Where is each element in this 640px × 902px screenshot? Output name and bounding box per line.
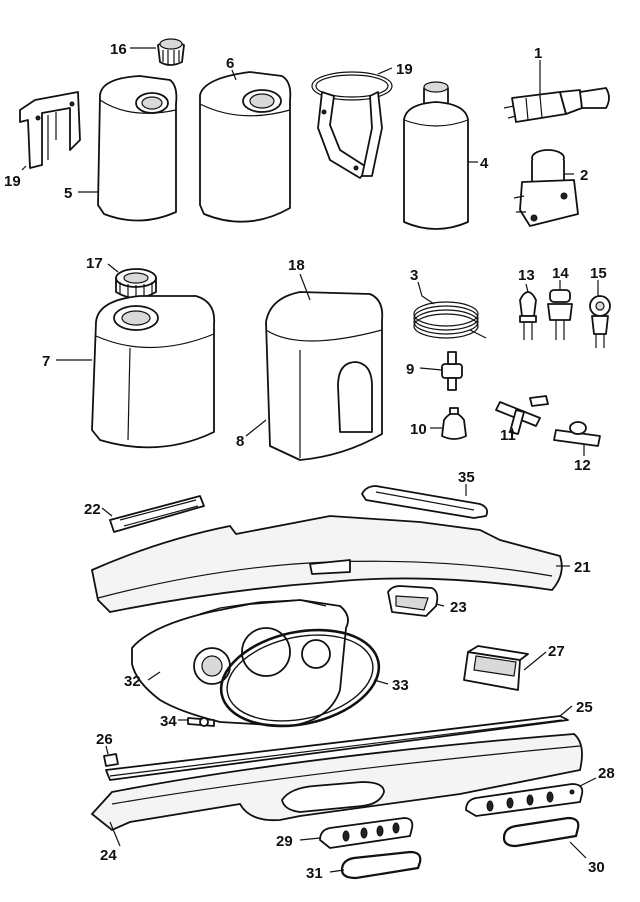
callout-26: 26 [96, 731, 113, 748]
callout-22: 22 [84, 501, 101, 518]
callout-15: 15 [590, 265, 607, 282]
part-28-switch-panel [465, 783, 584, 817]
part-23-vent [387, 585, 439, 617]
callout-6: 6 [226, 55, 234, 72]
part-12-fitting [553, 421, 601, 447]
part-31-gasket [340, 850, 422, 880]
part-22-vent [109, 495, 205, 533]
callout-31: 31 [306, 865, 323, 882]
part-2-motor-pump [513, 149, 579, 227]
part-1-pump [503, 87, 610, 123]
callout-30: 30 [588, 859, 605, 876]
callout-9: 9 [406, 361, 414, 378]
callout-35: 35 [458, 469, 475, 486]
part-29-switch-panel [319, 817, 414, 849]
part-24-lower-rail [90, 733, 583, 832]
callout-14: 14 [552, 265, 569, 282]
leader-lines [21, 47, 599, 873]
part-27-tray [463, 645, 529, 691]
part-5-reservoir [97, 75, 178, 222]
callout-12: 12 [574, 457, 591, 474]
part-30-gasket [502, 816, 580, 848]
callout-29: 29 [276, 833, 293, 850]
part-4-bottle [403, 81, 469, 230]
part-3-hose-coil [413, 301, 487, 339]
callout-1: 1 [534, 45, 542, 62]
callout-32: 32 [124, 673, 141, 690]
callout-21: 21 [574, 559, 591, 576]
callout-25: 25 [576, 699, 593, 716]
part-14-washer-jet [547, 289, 573, 340]
part-25-trim-strip [105, 715, 569, 781]
part-9-fitting [441, 351, 463, 391]
callout-7: 7 [42, 353, 50, 370]
part-19-strap-bracket [311, 71, 393, 179]
callout-19-right: 19 [396, 61, 413, 78]
part-26-clip [103, 753, 119, 767]
part-21-dash-pad [90, 515, 563, 613]
part-7-container [91, 295, 216, 449]
part-13-washer-jet [519, 291, 537, 340]
callout-3: 3 [410, 267, 418, 284]
part-8-container [265, 291, 384, 461]
part-17-cap [115, 268, 157, 299]
part-19-bracket-left [19, 91, 81, 169]
part-16-cap [157, 38, 185, 66]
callout-8: 8 [236, 433, 244, 450]
part-34-screw [187, 717, 215, 727]
callout-33: 33 [392, 677, 409, 694]
callout-10: 10 [410, 421, 427, 438]
part-33-gasket-ring [219, 628, 381, 728]
callout-2: 2 [580, 167, 588, 184]
callout-labels: 1 2 3 4 5 6 7 8 9 10 11 12 13 14 15 16 1… [4, 41, 615, 882]
callout-24: 24 [100, 847, 117, 864]
callout-17: 17 [86, 255, 103, 272]
callout-13: 13 [518, 267, 535, 284]
part-6-reservoir [199, 71, 292, 223]
callout-11: 11 [500, 427, 516, 444]
part-35-seal [361, 485, 489, 519]
callout-19-left: 19 [4, 173, 21, 190]
callout-4: 4 [480, 155, 489, 172]
callout-28: 28 [598, 765, 615, 782]
part-10-fitting [441, 407, 467, 440]
callout-34: 34 [160, 713, 177, 730]
callout-16: 16 [110, 41, 127, 58]
part-11-tee-piece [495, 395, 549, 435]
part-15-washer-jet [589, 295, 611, 348]
callout-18: 18 [288, 257, 305, 274]
callout-23: 23 [450, 599, 467, 616]
callout-27: 27 [548, 643, 565, 660]
callout-5: 5 [64, 185, 72, 202]
